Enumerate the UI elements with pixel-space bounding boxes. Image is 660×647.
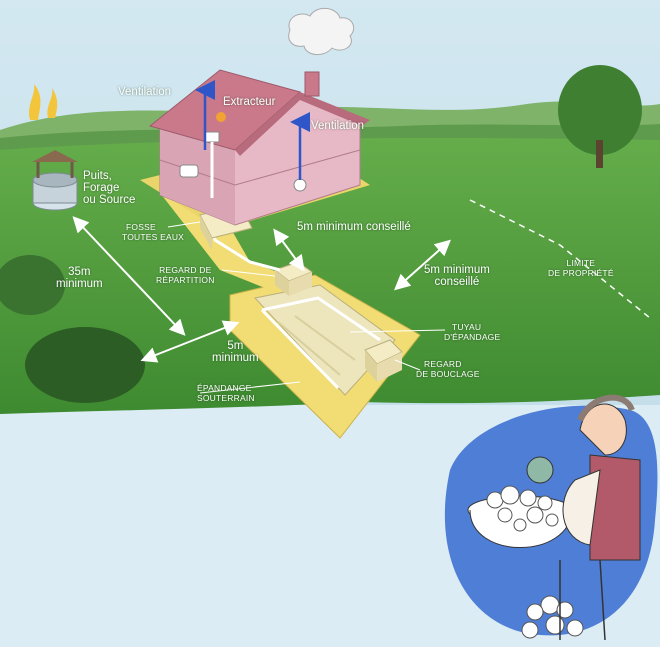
label-bouclage-line1: REGARD <box>416 359 480 369</box>
label-regard-rep-line2: RÉPARTITION <box>156 275 215 285</box>
label-fosse-line1: FOSSE <box>122 222 184 232</box>
label-distance-35m-line1: 35m <box>56 266 103 278</box>
label-epandage: ÉPANDANGE SOUTERRAIN <box>197 383 255 403</box>
label-distance-limit: 5m minimum conseillé <box>424 264 490 288</box>
label-tuyau: TUYAU D'ÉPANDAGE <box>444 322 500 342</box>
label-puits-line2: Forage <box>83 182 135 194</box>
label-distance-5m-line2: minimum <box>212 352 259 364</box>
label-distance-house: 5m minimum conseillé <box>297 221 411 233</box>
label-distance-5m-line1: 5m <box>212 340 259 352</box>
label-distance-35m-line2: minimum <box>56 278 103 290</box>
label-distance-limit-line2: conseillé <box>424 276 490 288</box>
label-bouclage-line2: DE BOUCLAGE <box>416 369 480 379</box>
label-tuyau-line1: TUYAU <box>444 322 500 332</box>
label-distance-limit-line1: 5m minimum <box>424 264 490 276</box>
label-ventilation-right: Ventilation <box>311 120 364 132</box>
label-puits-line1: Puits, <box>83 170 135 182</box>
label-distance-35m: 35m minimum <box>56 266 103 290</box>
label-epandage-line1: ÉPANDANGE <box>197 383 255 393</box>
label-regard-bouclage: REGARD DE BOUCLAGE <box>416 359 480 379</box>
label-regard-repartition: REGARD DE RÉPARTITION <box>156 265 215 285</box>
label-property-limit: LIMITE DE PROPRIÉTÉ <box>548 258 614 278</box>
label-tuyau-line2: D'ÉPANDAGE <box>444 332 500 342</box>
label-fosse: FOSSE TOUTES EAUX <box>122 222 184 242</box>
well-icon <box>32 150 78 210</box>
label-puits-line3: ou Source <box>83 194 135 206</box>
label-epandage-line2: SOUTERRAIN <box>197 393 255 403</box>
label-property-limit-line1: LIMITE <box>548 258 614 268</box>
label-puits: Puits, Forage ou Source <box>83 170 135 206</box>
label-distance-5m: 5m minimum <box>212 340 259 364</box>
label-extracteur: Extracteur <box>223 96 275 108</box>
extractor-icon <box>216 112 226 122</box>
label-ventilation-left: Ventilation <box>118 86 171 98</box>
label-regard-rep-line1: REGARD DE <box>156 265 215 275</box>
label-property-limit-line2: DE PROPRIÉTÉ <box>548 268 614 278</box>
label-fosse-line2: TOUTES EAUX <box>122 232 184 242</box>
